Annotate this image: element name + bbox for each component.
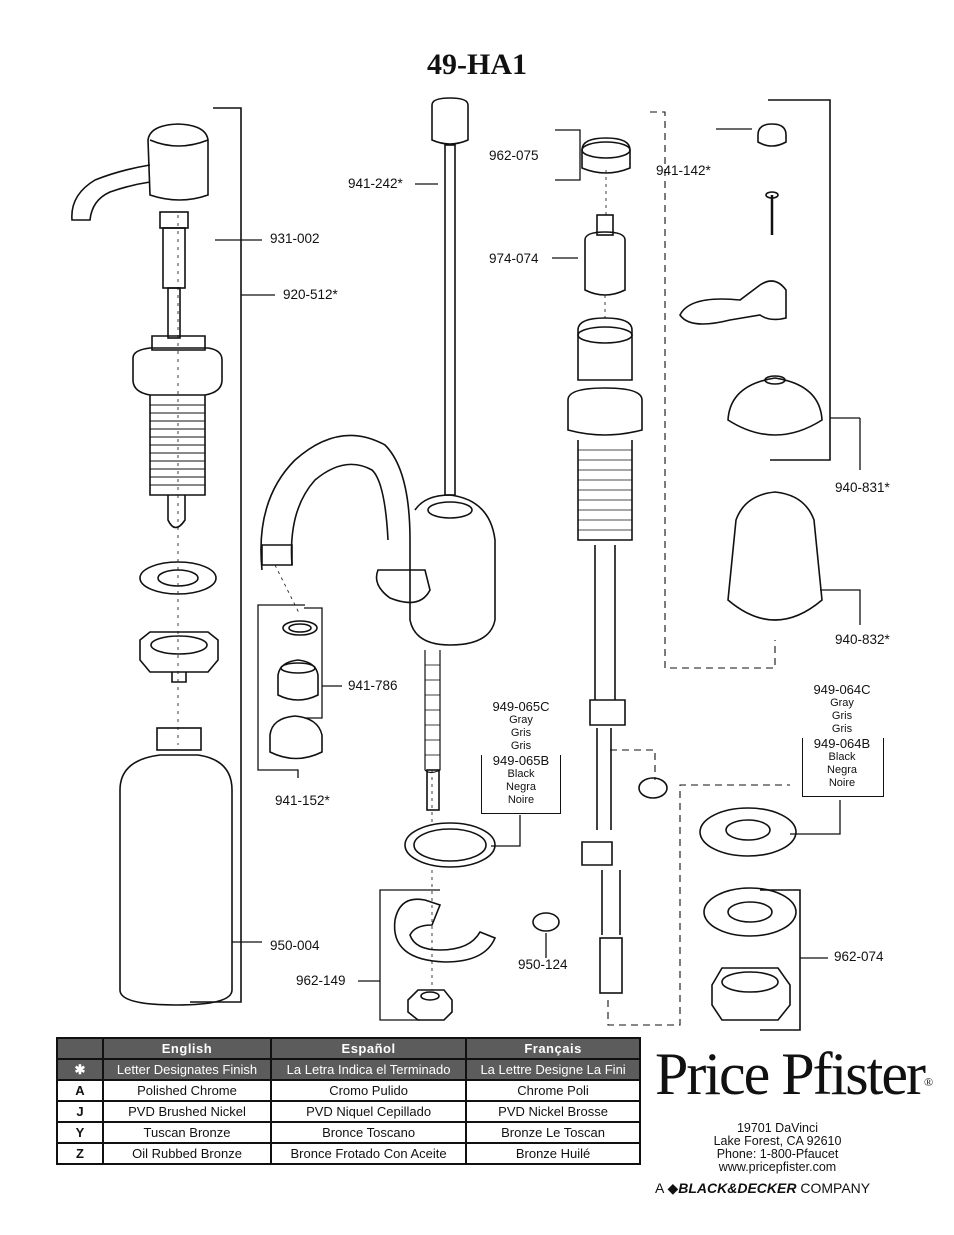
- base-nut: [711, 967, 791, 1021]
- soap-nut: [139, 631, 219, 683]
- label-940-832: 940-832*: [835, 632, 890, 647]
- filter-screen: [532, 912, 560, 932]
- part-949-065c: 949-065C: [492, 699, 550, 714]
- model-title: 49-HA1: [427, 48, 527, 81]
- soap-dispenser-pump: [71, 123, 223, 529]
- spout-escutcheon: [404, 822, 496, 868]
- table-row: J PVD Brushed Nickel PVD Niquel Cepillad…: [56, 1100, 641, 1123]
- label-941-786: 941-786: [348, 678, 398, 693]
- base-washer: [703, 887, 797, 937]
- table-row: Z Oil Rubbed Bronze Bronce Frotado Con A…: [56, 1142, 641, 1165]
- part-949-064c: 949-064C: [813, 682, 871, 697]
- label-941-152: 941-152*: [275, 793, 330, 808]
- black-decker-logo-icon: ◆: [667, 1180, 679, 1196]
- spout-escutcheon-bracket: [481, 755, 561, 814]
- part-949-065b: 949-065B: [492, 753, 550, 768]
- parent-company: A ◆BLACK&DECKER COMPANY: [655, 1180, 871, 1196]
- table-row: A Polished Chrome Cromo Pulido Chrome Po…: [56, 1079, 641, 1102]
- handle-escutcheon-bracket: [802, 738, 884, 797]
- handle-escutcheon-options: 949-064C Gray Gris Gris 949-064B Black N…: [802, 682, 882, 790]
- faucet-body: [260, 434, 496, 811]
- table-row: Y Tuscan Bronze Bronce Toscano Bronze Le…: [56, 1121, 641, 1144]
- handle-escutcheon: [699, 807, 797, 857]
- asterisk-icon: ✱: [56, 1058, 104, 1081]
- lift-rod: [431, 97, 469, 496]
- label-962-149: 962-149: [296, 973, 346, 988]
- header-francais: Français: [465, 1037, 641, 1060]
- part-949-064b: 949-064B: [813, 736, 871, 751]
- small-washer-right: [638, 777, 668, 799]
- mounting-bracket: [393, 898, 497, 1021]
- valve-stack: [567, 137, 643, 994]
- header-espanol: Español: [269, 1037, 468, 1060]
- price-pfister-logo: Price Pfister®: [655, 1041, 934, 1107]
- label-941-142: 941-142*: [656, 163, 711, 178]
- label-940-831: 940-831*: [835, 480, 890, 495]
- registered-mark: ®: [923, 1075, 934, 1089]
- label-962-075: 962-075: [489, 148, 539, 163]
- header-english: English: [102, 1037, 272, 1060]
- company-address: 19701 DaVinci Lake Forest, CA 92610 Phon…: [713, 1121, 842, 1174]
- label-941-242: 941-242*: [348, 176, 403, 191]
- label-931-002: 931-002: [270, 231, 320, 246]
- label-950-124: 950-124: [518, 957, 568, 972]
- label-920-512: 920-512*: [283, 287, 338, 302]
- soap-bottle: [119, 727, 233, 1006]
- aerator-parts: [269, 620, 323, 760]
- label-950-004: 950-004: [270, 938, 320, 953]
- spout-escutcheon-options: 949-065C Gray Gris Gris 949-065B Black N…: [482, 699, 560, 807]
- finish-note-row: ✱ Letter Designates Finish La Letra Indi…: [56, 1058, 641, 1081]
- label-962-074: 962-074: [834, 949, 884, 964]
- handle-assembly: [679, 123, 823, 621]
- finish-table: English Español Français ✱ Letter Design…: [56, 1037, 641, 1165]
- finish-table-header: English Español Français: [56, 1037, 641, 1060]
- label-974-074: 974-074: [489, 251, 539, 266]
